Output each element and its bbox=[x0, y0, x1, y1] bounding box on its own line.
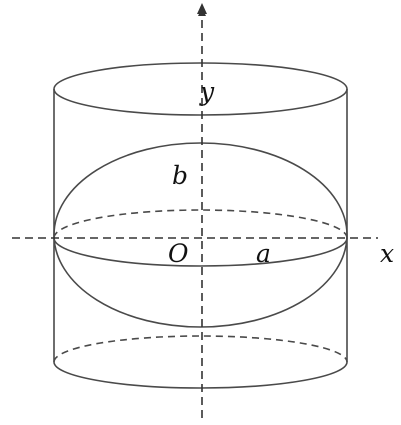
equator-back-arc bbox=[53, 209, 348, 239]
cylinder-bottom-front-arc bbox=[53, 361, 348, 389]
origin-label: O bbox=[168, 239, 189, 268]
equator-front-arc bbox=[53, 237, 348, 267]
semi-axis-b-label: b bbox=[172, 161, 188, 190]
y-axis-label: y bbox=[199, 77, 215, 106]
x-axis-label: x bbox=[380, 239, 394, 268]
y-axis-arrowhead bbox=[197, 3, 207, 14]
semi-axis-a-label: a bbox=[256, 239, 271, 268]
ellipsoid-profile bbox=[53, 142, 348, 328]
cylinder-bottom-back-arc bbox=[53, 335, 348, 363]
cylinder-top-ellipse bbox=[53, 62, 348, 116]
